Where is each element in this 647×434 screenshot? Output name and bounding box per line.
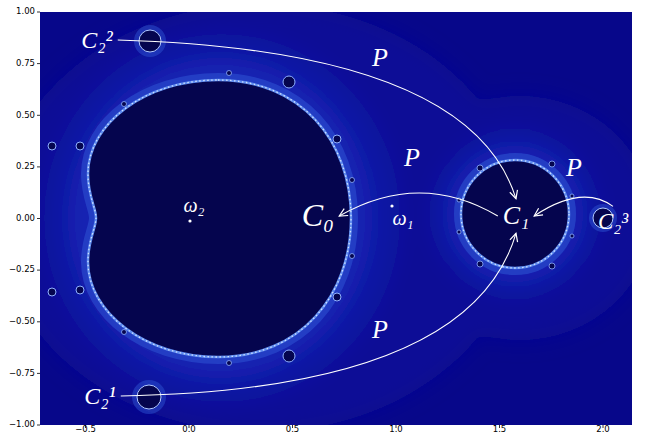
axis-tick-label: 0.50 xyxy=(16,111,35,120)
axis-tick-label: 0.5 xyxy=(286,425,300,434)
axis-tick-label: −0.75 xyxy=(9,369,35,378)
map-label: P xyxy=(372,316,388,345)
map-label: P xyxy=(566,154,582,183)
axis-tick-label: −0.5 xyxy=(75,425,96,434)
axis-tick-label: −1.00 xyxy=(9,420,35,429)
axis-tick-label: −0.50 xyxy=(9,317,35,326)
axis-tick-label: 0.00 xyxy=(16,214,35,223)
component-label: C₀ xyxy=(299,197,337,234)
axis-tick-label: 0.75 xyxy=(16,59,35,68)
fixed-point xyxy=(188,219,191,222)
plot-area xyxy=(40,12,632,425)
component-label: C₂³ xyxy=(595,208,631,235)
component-name: C₂³ xyxy=(598,209,628,234)
satellite-bulbs xyxy=(48,25,617,414)
component-name: C₀ xyxy=(302,198,334,233)
axis-ticks xyxy=(37,12,603,428)
axis-tick-label: 0.0 xyxy=(182,425,196,434)
map-arrow xyxy=(118,40,516,199)
point-label: ω₁ xyxy=(392,207,413,229)
axis-tick-label: 0.25 xyxy=(16,162,35,171)
map-label: P xyxy=(372,44,388,73)
map-label: P xyxy=(404,144,420,173)
component-name: C₁ xyxy=(503,202,529,231)
axis-tick-label: −0.25 xyxy=(9,265,35,274)
point-label: ω₂ xyxy=(183,194,204,216)
axis-tick-label: 2.0 xyxy=(596,425,610,434)
component-label: C₂² xyxy=(78,26,116,54)
axis-tick-label: 1.00 xyxy=(16,7,35,16)
component-name: C₂¹ xyxy=(84,383,116,409)
axis-tick-label: 1.5 xyxy=(493,425,507,434)
component-name: C₂² xyxy=(81,27,113,53)
component-label: C₂¹ xyxy=(81,382,119,410)
map-arrow xyxy=(121,233,516,396)
map-arrow xyxy=(339,193,498,216)
axis-tick-label: 1.0 xyxy=(389,425,403,434)
component-label: C₁ xyxy=(500,201,532,232)
